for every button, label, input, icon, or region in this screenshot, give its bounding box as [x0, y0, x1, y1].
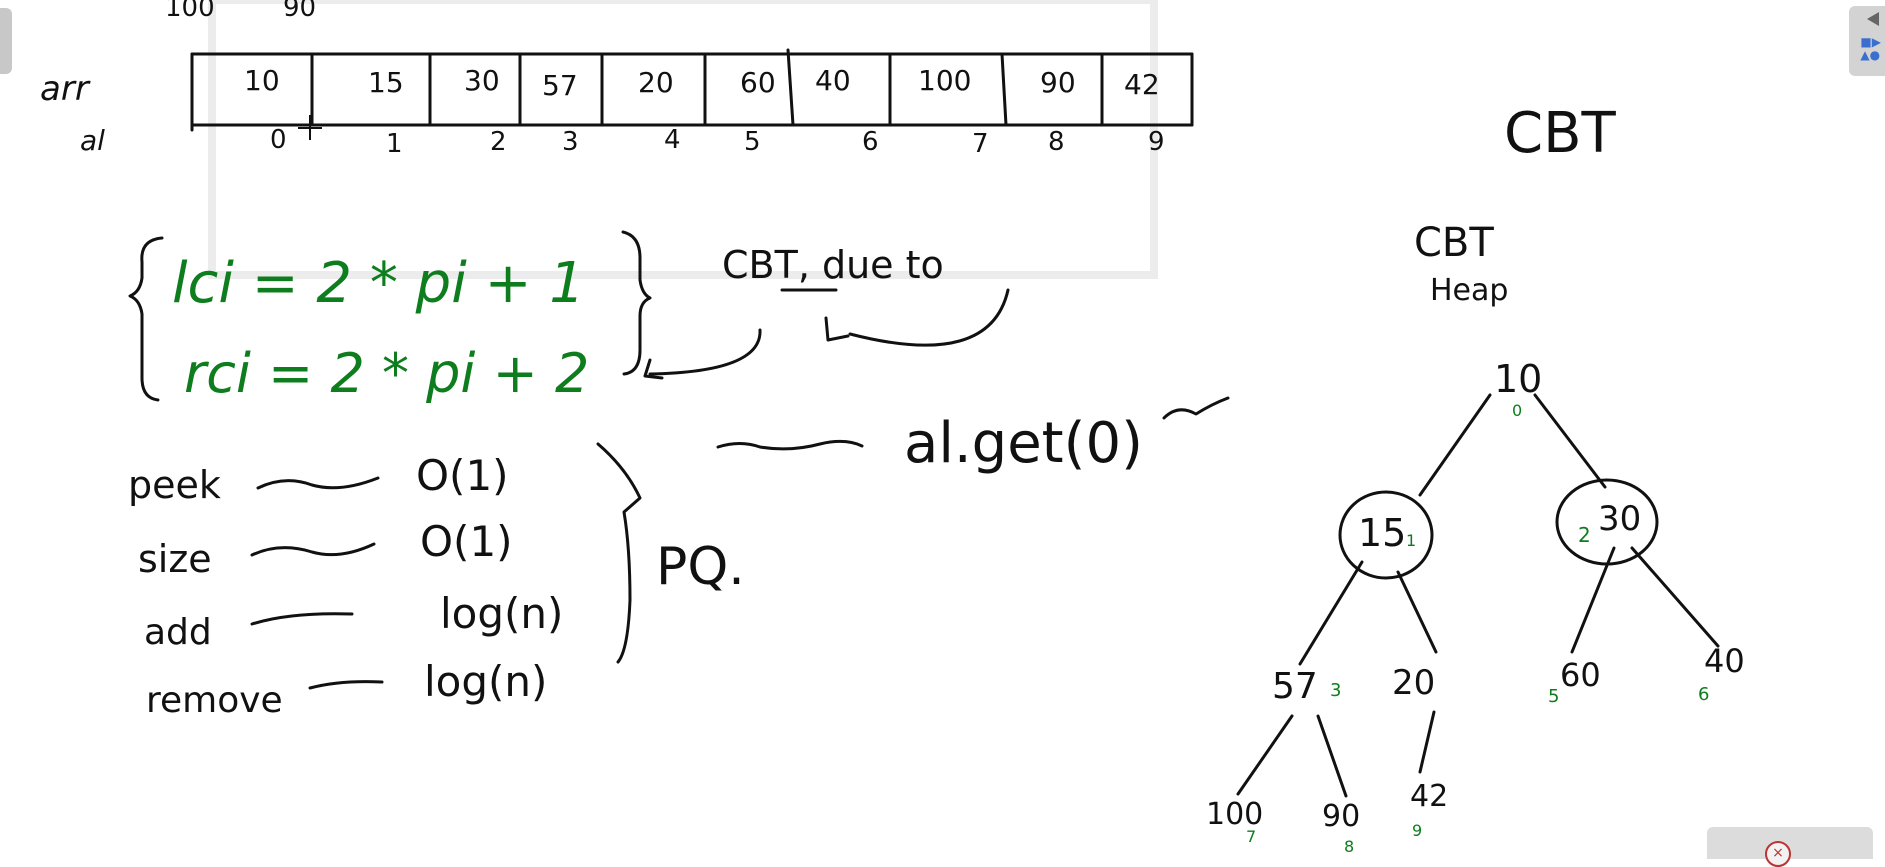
array-cell: 42 [1124, 68, 1160, 101]
array-label: arr [40, 69, 91, 109]
al-get-note: al.get(0) [904, 411, 1143, 476]
array-index: 8 [1048, 127, 1065, 157]
squiggle-arrow [250, 542, 376, 557]
tree-node-index: 8 [1344, 837, 1354, 856]
index-label: al [80, 124, 105, 157]
crosshair-cursor-icon [298, 115, 322, 140]
array-cell: 90 [1040, 66, 1076, 99]
squiggle [1162, 396, 1230, 420]
formula-lci: lci = 2 * pi + 1 [172, 251, 585, 316]
right-brace [621, 230, 652, 376]
arrow-to-formula [648, 328, 762, 376]
op-cost: log(n) [440, 589, 563, 638]
tree-node-index: 2 [1578, 523, 1591, 547]
array-box [190, 48, 1194, 132]
op-cost: log(n) [424, 657, 547, 706]
tree-node-index: 9 [1412, 821, 1422, 840]
array-index: 7 [972, 129, 989, 159]
triangle-left-icon[interactable] [1867, 12, 1879, 26]
tree-node: 57 [1272, 666, 1318, 707]
tree-node-index: 1 [1406, 531, 1416, 550]
cbt-heap-line1: CBT [1414, 220, 1494, 266]
arrow-to-cbt [848, 288, 1010, 347]
array-cell: 100 [918, 64, 971, 97]
tree-nodes: 10 0 15 1 30 2 57 3 20 4 60 5 40 6 100 7… [1206, 357, 1745, 856]
tree-node-index: 4 [1396, 693, 1397, 695]
op-name: size [138, 537, 212, 581]
array-index: 1 [386, 129, 403, 159]
node-circle [1555, 478, 1659, 566]
pq-label: PQ. [656, 537, 745, 597]
ops-brace [596, 442, 642, 664]
op-cost: O(1) [416, 451, 509, 500]
cbt-heap-line2: Heap [1430, 273, 1508, 308]
arrowhead [643, 358, 664, 380]
top-partial-left: 100 [165, 0, 215, 23]
array-values: 10 15 30 57 20 60 40 100 90 42 [244, 64, 1160, 102]
formula-rci: rci = 2 * pi + 2 [184, 342, 589, 405]
left-brace [128, 236, 164, 402]
tree-node: 15 [1358, 511, 1406, 555]
tree-node-index: 6 [1698, 684, 1709, 705]
operations-list: peek size add remove O(1) O(1) log(n) lo… [128, 451, 563, 721]
op-name: add [144, 612, 212, 653]
array-indices: 0 1 2 3 4 5 6 7 8 9 [270, 125, 1165, 159]
array-index: 2 [490, 127, 507, 157]
tree-node-index: 5 [1548, 686, 1559, 707]
array-cell: 20 [638, 66, 674, 99]
top-partial-right: 90 [283, 0, 316, 23]
squiggle-arrow [308, 680, 384, 690]
tree-node-index: 7 [1246, 827, 1256, 846]
array-index: 0 [270, 125, 287, 155]
array-index: 6 [862, 127, 879, 157]
array-cell: 60 [740, 66, 776, 99]
close-icon[interactable]: × [1765, 841, 1791, 867]
array-cell: 40 [815, 64, 851, 97]
cbt-due-to-note: CBT, due to [722, 243, 944, 287]
array-index: 9 [1148, 127, 1165, 157]
arrowhead [824, 316, 850, 342]
array-cell: 15 [368, 66, 404, 99]
tool-panel[interactable]: ■▶▲● [1849, 6, 1885, 76]
bottom-toolbar[interactable]: × [1707, 827, 1873, 867]
op-name: remove [146, 680, 283, 721]
op-cost: O(1) [420, 517, 513, 566]
tree-node: 100 [1206, 797, 1263, 832]
array-index: 3 [562, 127, 579, 157]
tree-node-index: 3 [1330, 680, 1341, 701]
squiggle-arrow [250, 612, 354, 626]
squiggle-arrow [256, 476, 380, 490]
tree-node: 60 [1560, 656, 1601, 694]
node-circle [1338, 490, 1434, 580]
tree-edges [1236, 393, 1720, 798]
tree-node: 20 [1392, 663, 1435, 703]
tree-node: 10 [1494, 357, 1542, 401]
cbt-title: CBT [1504, 101, 1617, 166]
shapes-icon[interactable]: ■▶▲● [1860, 35, 1881, 62]
tree-node: 40 [1704, 642, 1745, 680]
array-cell: 30 [464, 64, 500, 97]
tree-node: 42 [1410, 779, 1448, 814]
tree-node: 90 [1322, 799, 1360, 834]
ghost-frame [208, 0, 1158, 279]
tree-node-index: 0 [1512, 401, 1522, 420]
squiggle [716, 439, 864, 451]
op-name: peek [128, 463, 221, 507]
array-index: 5 [744, 127, 761, 157]
array-cell: 57 [542, 69, 578, 102]
array-index: 4 [664, 125, 681, 155]
left-panel-handle[interactable] [0, 8, 12, 74]
array-cell: 10 [244, 64, 280, 97]
tree-node: 30 [1598, 499, 1641, 539]
